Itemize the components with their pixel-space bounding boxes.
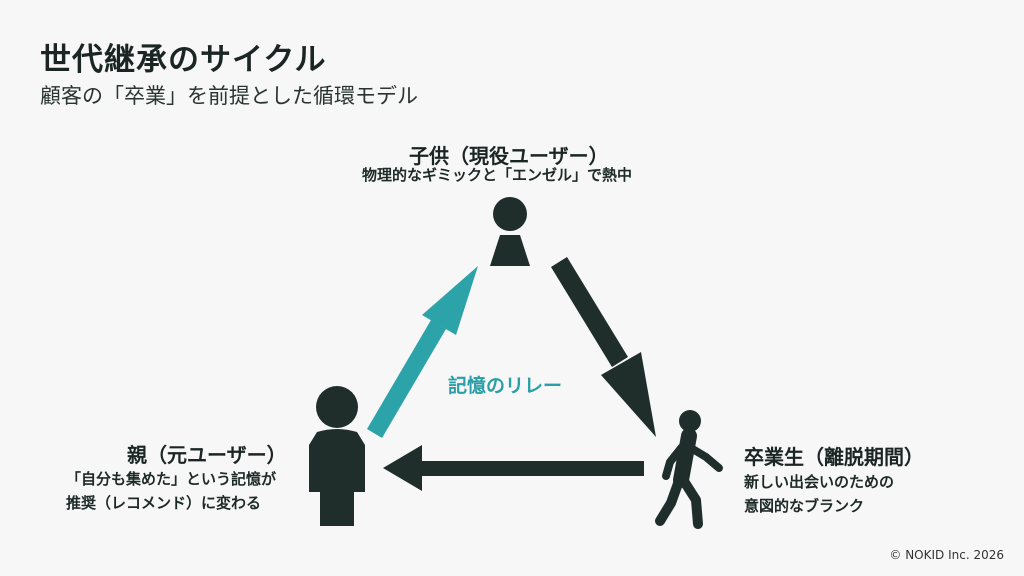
parent-person-icon bbox=[309, 386, 365, 526]
graduate-node-desc: 新しい出会いのための 意図的なブランク bbox=[744, 470, 894, 518]
child-node-title: 子供（現役ユーザー） bbox=[409, 144, 609, 168]
copyright-text: © NOKID Inc. 2026 bbox=[889, 548, 1004, 562]
arrow-child-to-graduate bbox=[551, 257, 656, 437]
graduate-node-title: 卒業生（離脱期間） bbox=[744, 445, 924, 469]
parent-node-desc: 「自分も集めた」という記憶が 推奨（レコメンド）に変わる bbox=[66, 467, 276, 515]
page-subtitle: 顧客の「卒業」を前提とした循環モデル bbox=[40, 84, 418, 108]
arrow-parent-to-child bbox=[367, 266, 478, 438]
arrow-graduate-to-parent bbox=[383, 445, 644, 491]
parent-node-desc-line: 「自分も集めた」という記憶が bbox=[66, 470, 277, 488]
center-label: 記憶のリレー bbox=[448, 375, 563, 397]
parent-node-desc-line: 推奨（レコメンド）に変わる bbox=[66, 494, 262, 512]
walking-person-icon bbox=[655, 410, 723, 529]
child-node-desc: 物理的なギミックと「エンゼル」で熱中 bbox=[362, 163, 632, 187]
child-person-icon bbox=[490, 197, 530, 266]
graduate-node-desc-line: 意図的なブランク bbox=[744, 497, 865, 515]
child-node-desc-line: 物理的なギミックと「エンゼル」で熱中 bbox=[362, 166, 633, 184]
graduate-node-desc-line: 新しい出会いのための bbox=[744, 473, 895, 491]
parent-node-title: 親（元ユーザー） bbox=[127, 443, 287, 467]
page-title: 世代継承のサイクル bbox=[40, 42, 327, 78]
